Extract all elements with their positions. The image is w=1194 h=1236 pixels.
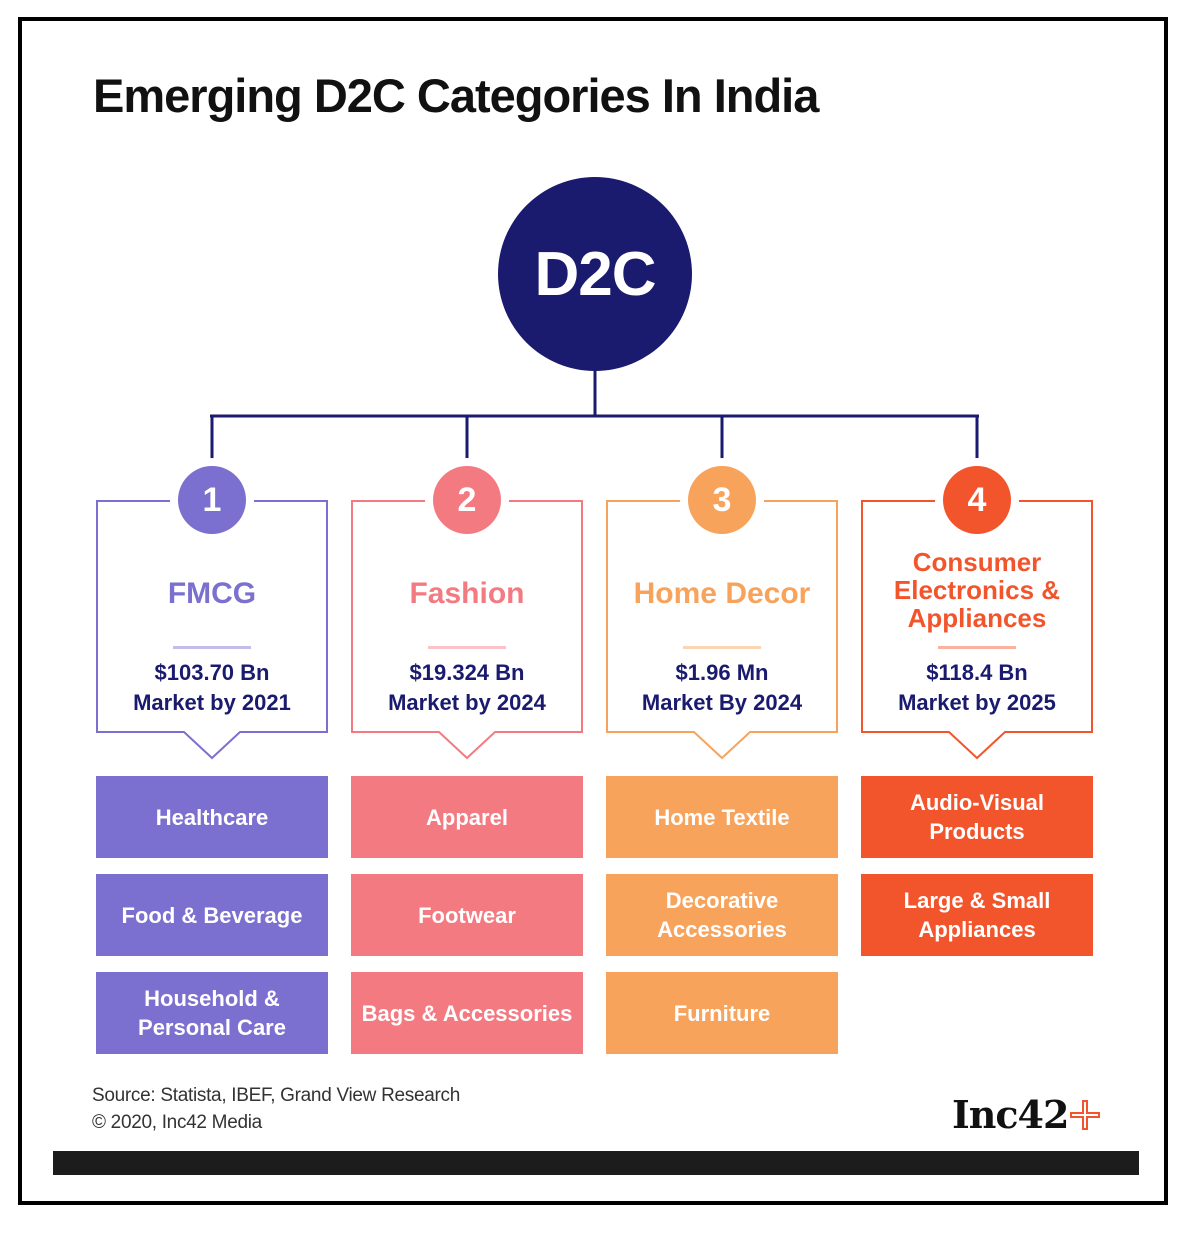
category-name: Fashion (409, 577, 525, 610)
category-number-badge: 4 (943, 466, 1011, 534)
subcategory-large-and-small-appliances: Large & Small Appliances (861, 874, 1093, 956)
category-card-consumer-electronics-and-appliances: Consumer Electronics & Appliances $118.4 … (861, 500, 1093, 760)
footer-bar (53, 1151, 1139, 1175)
market-size: $1.96 Mn Market By 2024 (606, 658, 838, 718)
category-number-badge: 2 (433, 466, 501, 534)
card-outline (606, 500, 838, 760)
source-text: Source: Statista, IBEF, Grand View Resea… (92, 1085, 460, 1106)
subcategory-audio-visual-products: Audio-Visual Products (861, 776, 1093, 858)
card-outline (351, 500, 583, 760)
category-divider (938, 646, 1016, 649)
subcategory-food-and-beverage: Food & Beverage (96, 874, 328, 956)
category-number-badge: 1 (178, 466, 246, 534)
subcategory-home-textile: Home Textile (606, 776, 838, 858)
category-divider (428, 646, 506, 649)
category-name: Consumer Electronics & Appliances (893, 547, 1061, 633)
category-name: FMCG (167, 577, 257, 610)
subcategory-footwear: Footwear (351, 874, 583, 956)
market-size: $118.4 Bn Market by 2025 (861, 658, 1093, 718)
market-value: $1.96 Mn (675, 660, 769, 685)
market-value: $118.4 Bn (926, 660, 1028, 685)
market-value: $19.324 Bn (409, 660, 525, 685)
market-label: Market by 2025 (898, 690, 1056, 715)
subcategory-furniture: Furniture (606, 972, 838, 1054)
category-name: Home Decor (633, 577, 811, 610)
copyright-text: © 2020, Inc42 Media (92, 1112, 262, 1133)
market-label: Market By 2024 (641, 690, 803, 715)
subcategory-healthcare: Healthcare (96, 776, 328, 858)
inc42-logo: Inc42 (952, 1092, 1069, 1137)
market-size: $19.324 Bn Market by 2024 (351, 658, 583, 718)
market-label: Market by 2021 (133, 690, 291, 715)
subcategory-bags-and-accessories: Bags & Accessories (351, 972, 583, 1054)
market-size: $103.70 Bn Market by 2021 (96, 658, 328, 718)
category-card-fashion: Fashion $19.324 Bn Market by 2024 (351, 500, 583, 760)
source-note: Source: Statista, IBEF, Grand View Resea… (92, 1082, 460, 1136)
card-outline (861, 500, 1093, 760)
category-card-home-decor: Home Decor $1.96 Mn Market By 2024 (606, 500, 838, 760)
subcategory-decorative-accessories: Decorative Accessories (606, 874, 838, 956)
card-outline (96, 500, 328, 760)
category-divider (683, 646, 761, 649)
category-card-fmcg: FMCG $103.70 Bn Market by 2021 (96, 500, 328, 760)
plus-icon (1070, 1100, 1100, 1130)
page-title: Emerging D2C Categories In India (93, 69, 819, 122)
market-label: Market by 2024 (388, 690, 546, 715)
market-value: $103.70 Bn (154, 660, 270, 685)
category-number-badge: 3 (688, 466, 756, 534)
d2c-hub-circle: D2C (498, 177, 692, 371)
subcategory-household-and-personal-care: Household & Personal Care (96, 972, 328, 1054)
subcategory-apparel: Apparel (351, 776, 583, 858)
category-divider (173, 646, 251, 649)
